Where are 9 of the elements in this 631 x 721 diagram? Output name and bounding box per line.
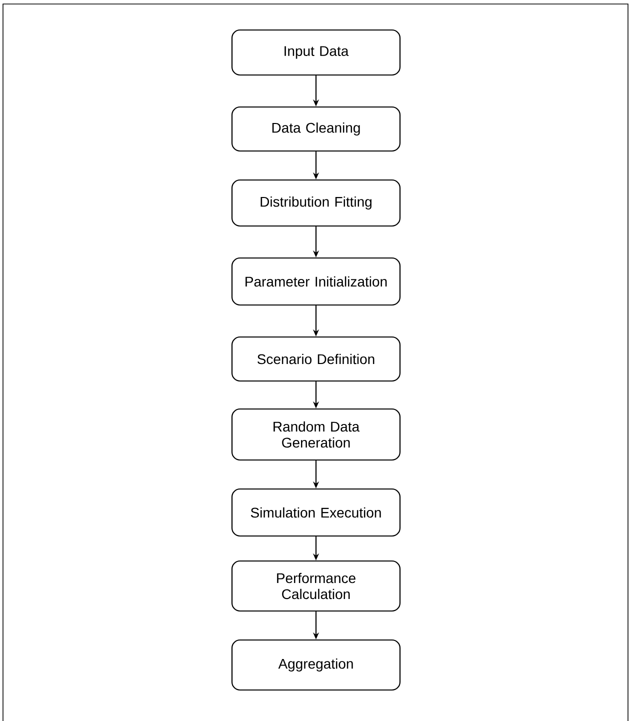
process-box: Performance Calculation bbox=[231, 560, 401, 612]
process-box: Parameter Initialization bbox=[231, 257, 401, 306]
process-box: Scenario Definition bbox=[231, 336, 401, 382]
process-box: Distribution Fitting bbox=[231, 179, 401, 227]
process-box: Data Cleaning bbox=[231, 106, 401, 152]
process-box: Random Data Generation bbox=[231, 408, 401, 461]
process-box: Aggregation bbox=[231, 639, 401, 691]
process-box: Input Data bbox=[231, 29, 401, 76]
process-box: Simulation Execution bbox=[231, 488, 401, 537]
